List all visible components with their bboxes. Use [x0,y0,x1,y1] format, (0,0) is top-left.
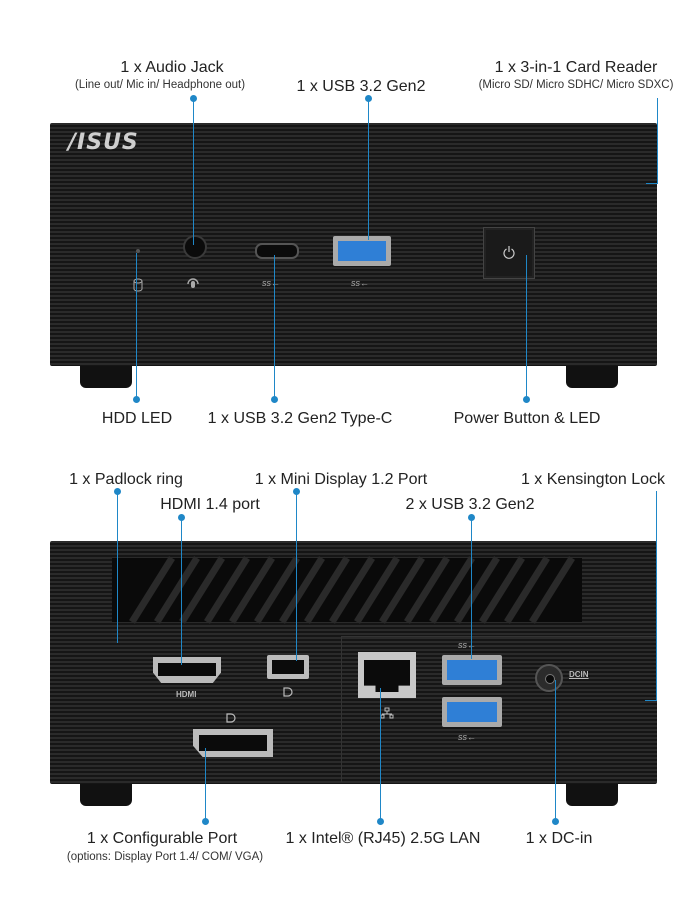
panel-divider [341,636,342,782]
leader-kensington [656,491,657,701]
usb-rear-label: 2 x USB 3.2 Gen2 [405,496,535,513]
leader-usb-front-dot [365,95,372,102]
usb-front-port [333,236,391,266]
hdd-led-label: HDD LED [101,410,173,427]
leader-usb-rear [471,517,472,659]
usb-ss-icon: ss← [458,732,476,742]
leader-lan [380,688,381,822]
config-port-label: 1 x Configurable Port [86,830,238,847]
audio-jack-sublabel: (Line out/ Mic in/ Headphone out) [74,79,246,91]
mini-dp-port [267,655,309,679]
usb-ss-icon: ss← [458,640,476,650]
configurable-port [193,729,273,757]
leader-config [205,748,206,822]
displayport-icon [226,713,236,723]
leader-power-dot [523,396,530,403]
vent-grille [112,556,582,624]
card-reader-label: 1 x 3-in-1 Card Reader [494,59,658,76]
leader-lan-dot [377,818,384,825]
hdd-icon [133,278,143,292]
usb-ss-icon: ss← [351,278,369,288]
leader-card-reader [657,98,658,184]
leader-usb-rear-dot [468,514,475,521]
leader-kensington-h [645,700,657,701]
front-foot-left [80,366,132,388]
leader-mini-dp [296,491,297,661]
dcin-mark: DCIN [569,670,589,679]
leader-usb-front [368,98,369,240]
leader-audio [193,98,194,245]
displayport-icon [283,687,293,697]
usb-front-label: 1 x USB 3.2 Gen2 [296,78,426,95]
leader-hdmi-dot [178,514,185,521]
network-icon [380,707,394,719]
usb-c-port [255,243,299,259]
leader-power [526,255,527,400]
rear-foot-right [566,784,618,806]
audio-jack-port [183,235,207,259]
leader-padlock-dot [114,488,121,495]
power-icon [503,246,515,259]
power-button[interactable] [483,227,535,279]
usb-c-label: 1 x USB 3.2 Gen2 Type-C [207,410,393,427]
leader-hdd-dot [133,396,140,403]
panel-divider-top [341,636,657,637]
leader-usb-c-dot [271,396,278,403]
rear-foot-left [80,784,132,806]
dcin-label: 1 x DC-in [525,830,593,847]
card-reader-sublabel: (Micro SD/ Micro SDHC/ Micro SDXC) [478,79,674,91]
hdd-led-light [136,249,140,253]
config-port-sublabel: (options: Display Port 1.4/ COM/ VGA) [66,851,264,863]
front-foot-right [566,366,618,388]
leader-padlock [117,491,118,643]
hdmi-port [153,657,221,683]
usb-ss-icon: ss← [262,278,280,288]
mini-dp-label: 1 x Mini Display 1.2 Port [254,471,428,488]
rj45-port [358,652,416,698]
leader-dcin-dot [552,818,559,825]
power-label: Power Button & LED [453,410,601,427]
mic-headphone-icon [187,278,199,288]
lan-label: 1 x Intel® (RJ45) 2.5G LAN [285,830,481,847]
leader-usb-c [274,255,275,400]
hdmi-label: HDMI 1.4 port [160,496,260,513]
leader-hdd [136,253,137,400]
leader-audio-dot [190,95,197,102]
leader-card-reader-h [646,183,658,184]
usb-rear-port-bottom [442,697,502,727]
kensington-label: 1 x Kensington Lock [520,471,666,488]
leader-mini-dp-dot [293,488,300,495]
dc-in-port [535,664,563,692]
padlock-label: 1 x Padlock ring [69,471,183,488]
usb-rear-port-top [442,655,502,685]
asus-logo: /ISUS [68,130,139,155]
audio-jack-label: 1 x Audio Jack [120,59,224,76]
hdmi-mark: HDMI [176,690,197,699]
leader-config-dot [202,818,209,825]
leader-hdmi [181,517,182,665]
leader-dcin [555,680,556,822]
